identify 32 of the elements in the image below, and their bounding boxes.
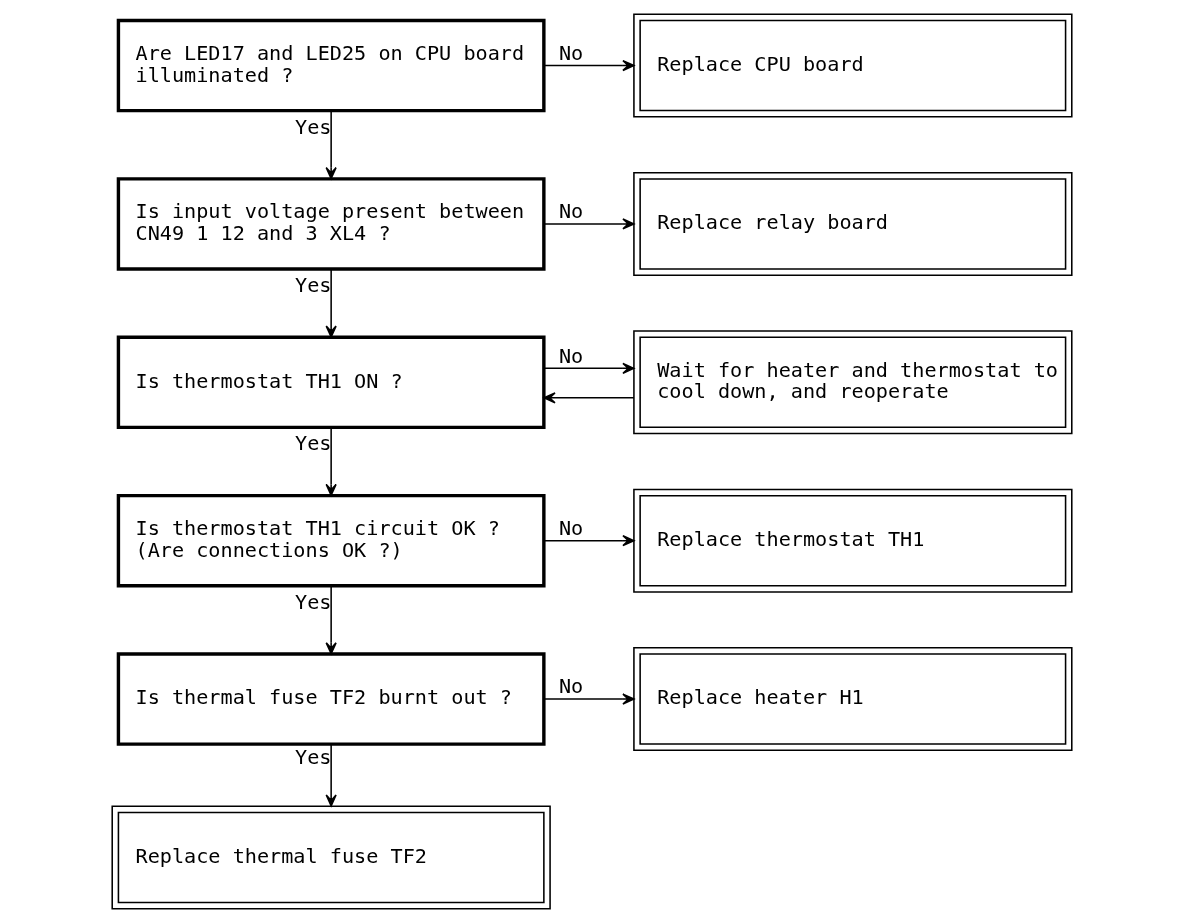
node-box: Are LED17 and LED25 on CPU board illuminated ? <box>116 18 546 113</box>
node-box: Is thermostat TH1 circuit OK ? (Are connections OK ?) <box>116 493 546 588</box>
arrow <box>543 392 635 404</box>
edge-label: Yes <box>295 431 332 456</box>
edge-label: No <box>558 199 584 224</box>
node-box: Replace thermal fuse TF2 <box>111 805 551 910</box>
arrow <box>325 426 337 497</box>
edge-label: No <box>558 516 584 541</box>
arrow <box>543 218 635 230</box>
node-box: Is input voltage present between CN49 1 12 and 3 XL4 ? <box>116 177 546 271</box>
edge-label: No <box>558 674 584 699</box>
edge-label: No <box>558 40 584 65</box>
arrow <box>543 362 635 374</box>
node-box: Replace relay board <box>633 171 1073 276</box>
edge-label: Yes <box>295 114 332 139</box>
edge-label: Yes <box>295 273 332 298</box>
edge-label: Yes <box>295 589 332 614</box>
node-box: Replace thermostat TH1 <box>633 488 1073 593</box>
edge-label: Yes <box>295 745 332 770</box>
arrow <box>543 693 635 705</box>
node-box: Wait for heater and thermostat to cool down, and reoperate <box>633 330 1073 435</box>
arrow <box>325 585 337 655</box>
node-box: Replace heater H1 <box>633 647 1073 752</box>
arrow <box>325 110 337 180</box>
arrow <box>325 268 337 338</box>
node-box: Replace CPU board <box>633 13 1073 118</box>
arrow <box>543 535 635 547</box>
arrow <box>543 59 635 72</box>
node-box: Is thermostat TH1 ON ? <box>116 335 546 430</box>
edge-label: No <box>558 343 584 368</box>
node-box: Is thermal fuse TF2 burnt out ? <box>116 652 546 746</box>
arrow <box>325 743 337 807</box>
